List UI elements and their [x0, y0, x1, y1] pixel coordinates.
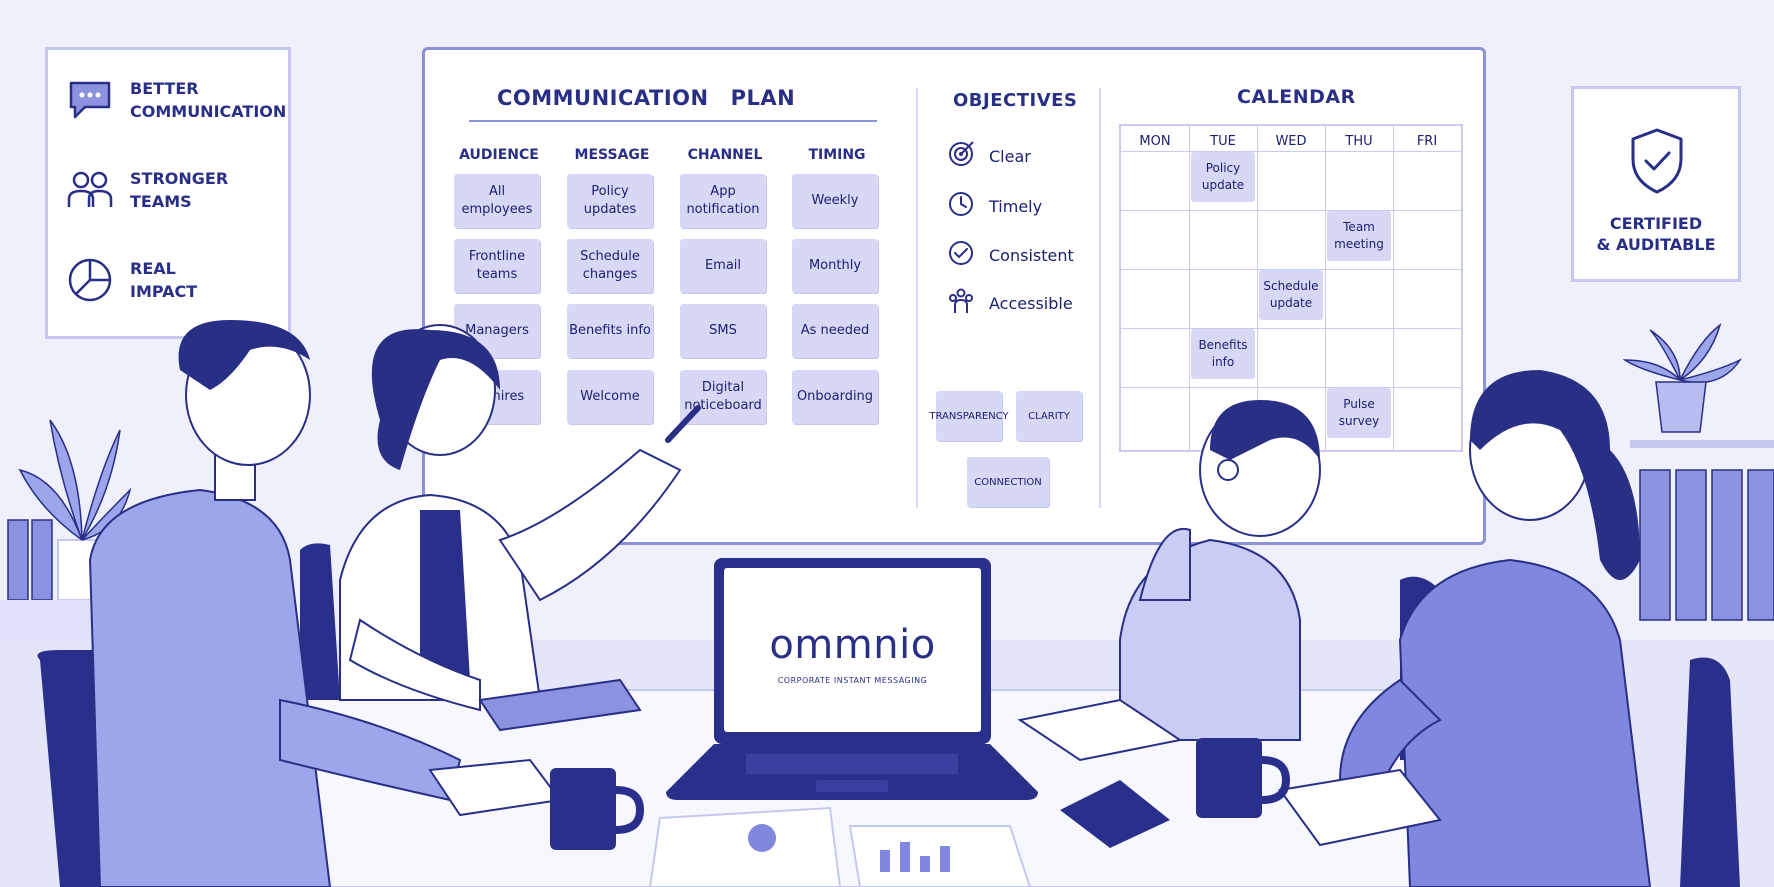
calendar-event-note: Benefits info [1191, 329, 1255, 379]
column-header-audience: AUDIENCE [459, 147, 539, 163]
plan-cell-note: Weekly [792, 174, 878, 228]
calendar-gridline [1189, 126, 1190, 450]
calendar-day-header: TUE [1210, 134, 1236, 149]
clock-icon [947, 190, 975, 222]
calendar-gridline [1121, 210, 1461, 211]
cert-line1: CERTIFIED [1609, 214, 1703, 233]
people-icon [66, 166, 114, 214]
calendar-gridline [1121, 151, 1461, 152]
calendar-gridline [1121, 387, 1461, 388]
plant-right [1622, 323, 1774, 621]
objective-label: Timely [989, 196, 1043, 216]
calendar-gridline [1325, 126, 1326, 450]
column-header-message: MESSAGE [574, 147, 650, 163]
calendar-event-note: Schedule update [1259, 270, 1323, 320]
poster-item-teams: STRONGER TEAMS [66, 166, 280, 214]
plan-cell-note: Benefits info [567, 304, 653, 358]
plan-cell-note: Frontline teams [454, 239, 540, 293]
pie-chart-icon [66, 256, 114, 304]
value-note-transparency: TRANSPARENCY [929, 391, 1009, 441]
objectives-title: OBJECTIVES [953, 90, 1078, 111]
poster-label-line1: BETTER [130, 79, 199, 98]
objective-item: Timely [947, 190, 1042, 222]
plan-cell-note: Schedule changes [567, 239, 653, 293]
plan-cell-note: App notification [680, 174, 766, 228]
column-header-channel: CHANNEL [687, 147, 763, 163]
plan-cell-note: SMS [680, 304, 766, 358]
laptop-screen: ommnio CORPORATE INSTANT MESSAGING [714, 558, 991, 744]
poster-label-line2: TEAMS [130, 192, 192, 211]
benefits-poster: BETTER COMMUNICATION STRONGER TEAMS REAL IM… [45, 47, 291, 339]
plan-cell-note: Monthly [792, 239, 878, 293]
calendar-gridline [1393, 126, 1394, 450]
calendar-event-note: Pulse survey [1327, 388, 1391, 438]
plant-left [0, 419, 140, 640]
calendar-title: CALENDAR [1237, 86, 1356, 108]
title-underline [469, 120, 877, 122]
plan-cell-note: Digital noticeboard [680, 370, 766, 424]
plan-cell-note: Onboarding [792, 370, 878, 424]
calendar-gridline [1121, 328, 1461, 329]
plan-cell-note: As needed [792, 304, 878, 358]
poster-label-line2: IMPACT [130, 282, 198, 301]
calendar-day-header: WED [1275, 134, 1307, 149]
board-divider [916, 88, 918, 508]
plan-cell-note: All employees [454, 174, 540, 228]
certification-poster: CERTIFIED & AUDITABLE [1571, 86, 1741, 282]
plan-cell-note: Email [680, 239, 766, 293]
calendar-day-header: FRI [1416, 134, 1438, 149]
objective-item: Clear [947, 140, 1031, 172]
poster-label-line2: COMMUNICATION [130, 102, 287, 121]
plan-cell-note: Welcome [567, 370, 653, 424]
laptop-keyboard [666, 744, 1038, 800]
column-header-timing: TIMING [808, 147, 866, 163]
objective-label: Accessible [989, 293, 1073, 313]
poster-item-communication: BETTER COMMUNICATION [66, 76, 287, 124]
calendar-gridline [1121, 269, 1461, 270]
laptop-display: ommnio CORPORATE INSTANT MESSAGING [724, 568, 981, 732]
calendar-day-header: MON [1139, 134, 1171, 149]
accessibility-icon [947, 287, 975, 319]
objective-label: Consistent [989, 245, 1074, 265]
value-note-clarity: CLARITY [1016, 391, 1082, 441]
cert-line2: & AUDITABLE [1596, 235, 1716, 254]
poster-label-line1: STRONGER [130, 169, 229, 188]
objective-label: Clear [989, 146, 1031, 166]
plan-cell-note: Policy updates [567, 174, 653, 228]
calendar-day-header: THU [1345, 134, 1373, 149]
calendar-event-note: Policy update [1191, 152, 1255, 202]
calendar-event-note: Team meeting [1327, 211, 1391, 261]
objective-item: Accessible [947, 287, 1073, 319]
objective-item: Consistent [947, 239, 1074, 271]
ommnio-logo: ommnio [769, 622, 936, 668]
target-icon [947, 140, 975, 172]
board-divider [1099, 88, 1101, 508]
shield-check-icon [1629, 127, 1685, 199]
calendar-gridline [1257, 126, 1258, 450]
chat-bubble-icon [66, 76, 114, 124]
poster-label-line1: REAL [130, 259, 176, 278]
value-note-connection: CONNECTION [967, 457, 1049, 507]
check-circle-icon [947, 239, 975, 271]
laptop-tagline: CORPORATE INSTANT MESSAGING [777, 676, 928, 685]
poster-item-impact: REAL IMPACT [66, 256, 280, 304]
